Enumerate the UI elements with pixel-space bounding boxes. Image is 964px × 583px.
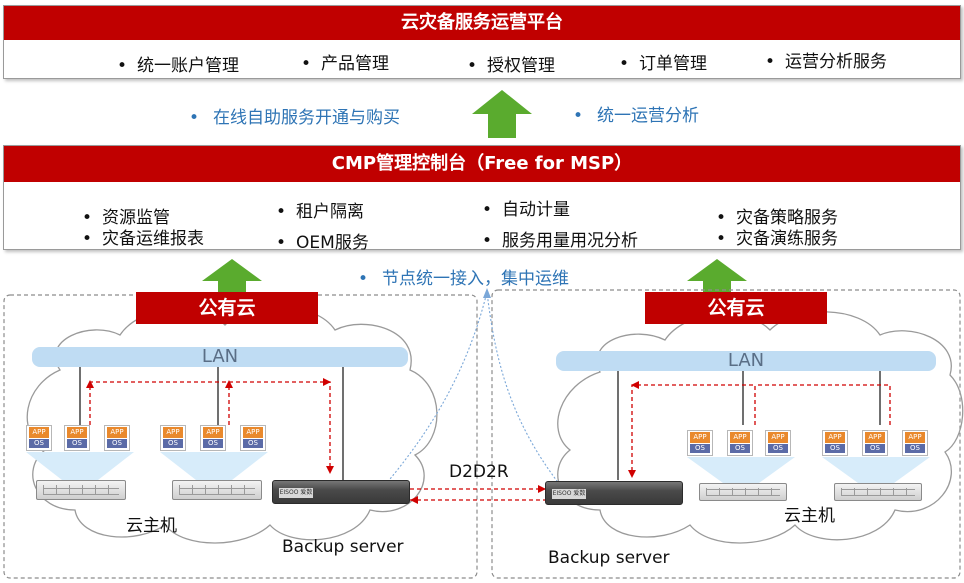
eisoo-logo-icon: EISOO 爱数 — [552, 489, 586, 499]
left-cloud-host-server-1 — [36, 480, 126, 500]
left-backup-server: EISOO 爱数 — [272, 480, 410, 504]
platform-item-account: 统一账户管理 — [117, 51, 239, 76]
right-backup-server-label: Backup server — [548, 548, 670, 568]
cmp-item-oem-service: OEM服务 — [276, 228, 369, 253]
cmp-item-dr-ops-report: 灾备运维报表 — [82, 224, 204, 249]
right-backup-server: EISOO 爱数 — [545, 481, 683, 505]
left-host-2-funnel — [160, 452, 268, 480]
right-cloud-host-label: 云主机 — [784, 506, 835, 526]
left-cloud-host-server-2 — [172, 480, 262, 500]
operations-platform-title: 云灾备服务运营平台 — [4, 6, 960, 40]
platform-item-license: 授权管理 — [467, 51, 555, 76]
platform-item-product: 产品管理 — [301, 49, 389, 74]
left-lan-bar: LAN — [32, 347, 408, 367]
eisoo-logo-icon: EISOO 爱数 — [279, 488, 313, 498]
right-host-2-funnel — [822, 457, 930, 483]
cmp-item-tenant-isolation: 租户隔离 — [276, 197, 364, 222]
right-cloud-host-server-2 — [834, 483, 922, 501]
node-access-text: 节点统一接入，集中运维 — [358, 264, 569, 289]
right-cloud-host-server-1 — [699, 483, 787, 501]
cmp-item-resource-monitoring: 资源监管 — [82, 203, 170, 228]
cmp-console-title: CMP管理控制台（Free for MSP） — [4, 146, 960, 182]
unified-analytics-text: 统一运营分析 — [573, 101, 699, 126]
cmp-item-auto-metering: 自动计量 — [482, 195, 570, 220]
d2d2r-label: D2D2R — [449, 462, 509, 482]
up-arrow-icon — [472, 90, 532, 138]
cmp-item-usage-analysis: 服务用量用况分析 — [482, 226, 638, 251]
right-lan-bar: LAN — [556, 351, 936, 371]
operations-platform-panel: 云灾备服务运营平台 统一账户管理 产品管理 授权管理 订单管理 运营分析服务 — [3, 5, 961, 79]
left-public-cloud-tag: 公有云 — [136, 292, 318, 324]
self-service-link-text: 在线自助服务开通与购买 — [189, 103, 400, 128]
right-host-1-funnel — [687, 457, 795, 483]
left-cloud-up-arrow-icon — [202, 259, 262, 293]
right-public-cloud-tag: 公有云 — [645, 292, 827, 324]
cmp-item-dr-drill: 灾备演练服务 — [716, 224, 838, 249]
platform-item-order: 订单管理 — [619, 49, 707, 74]
right-cloud-up-arrow-icon — [687, 259, 747, 293]
left-cloud-host-label: 云主机 — [126, 516, 177, 536]
left-host-1-funnel — [26, 452, 134, 480]
left-backup-server-label: Backup server — [282, 537, 404, 557]
cmp-item-dr-policy: 灾备策略服务 — [716, 203, 838, 228]
cmp-console-panel: CMP管理控制台（Free for MSP） 资源监管 灾备运维报表 租户隔离 … — [3, 145, 961, 253]
platform-item-analytics: 运营分析服务 — [765, 47, 887, 72]
